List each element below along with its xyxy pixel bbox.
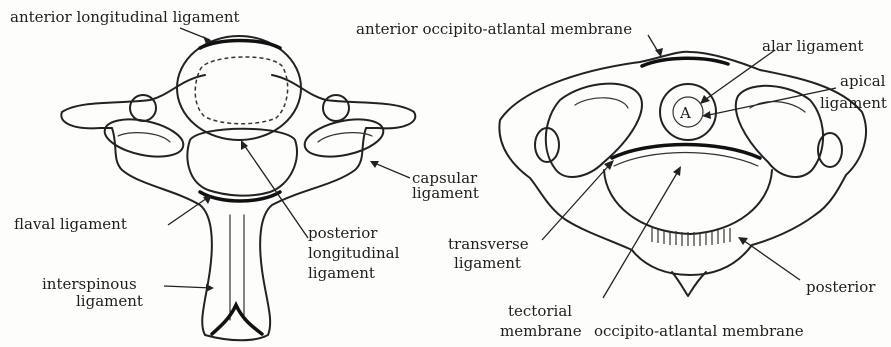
left-transverse-foramen bbox=[130, 95, 156, 121]
posterior-longitudinal-ligament-shape bbox=[187, 129, 297, 196]
occipito-atlantal-drawing: A bbox=[499, 52, 866, 296]
arrowhead bbox=[700, 95, 710, 104]
label-posterior-oa-1: posterior bbox=[806, 278, 876, 296]
label-posterior-longitudinal-1: posterior bbox=[308, 224, 378, 242]
left-condyle bbox=[546, 84, 642, 177]
label-anterior-occipito-atlantal-membrane: anterior occipito-atlantal membrane bbox=[356, 20, 632, 38]
label-transverse-1: transverse bbox=[448, 235, 529, 253]
label-apical-1: apical bbox=[840, 72, 886, 90]
leader-posterior-longitudinal bbox=[242, 142, 308, 238]
left-condyle-inner bbox=[575, 98, 628, 108]
leader-capsular bbox=[372, 162, 410, 178]
label-posterior-oa-2: occipito-atlantal membrane bbox=[594, 322, 804, 340]
label-interspinous-1: interspinous bbox=[42, 275, 137, 293]
leader-interspinous bbox=[164, 286, 212, 288]
right-facet bbox=[301, 113, 386, 163]
arrowhead bbox=[673, 166, 681, 176]
dens-mark: A bbox=[679, 104, 691, 122]
label-alar-ligament: alar ligament bbox=[762, 37, 864, 55]
foramen-outline bbox=[604, 170, 772, 234]
label-capsular-2: ligament bbox=[412, 184, 479, 202]
transverse-ligament-shape bbox=[612, 145, 760, 159]
label-transverse-2: ligament bbox=[454, 254, 521, 272]
transverse-ligament-shape-2 bbox=[614, 153, 758, 167]
arrowhead bbox=[738, 237, 748, 245]
leader-tectorial bbox=[603, 168, 680, 298]
label-flaval-ligament: flaval ligament bbox=[14, 215, 127, 233]
label-apical-2: ligament bbox=[820, 94, 887, 112]
label-interspinous-2: ligament bbox=[76, 292, 143, 310]
posterior-membrane-hatching bbox=[652, 228, 730, 246]
leader-apical bbox=[704, 88, 836, 116]
label-tectorial-1: tectorial bbox=[508, 302, 572, 320]
labels: anterior longitudinal ligament capsular … bbox=[10, 8, 887, 340]
right-condyle-inner bbox=[750, 102, 805, 112]
vertebral-body-inner bbox=[195, 57, 287, 124]
label-tectorial-2: membrane bbox=[500, 322, 582, 340]
label-posterior-longitudinal-3: ligament bbox=[308, 264, 375, 282]
right-transverse-foramen bbox=[323, 95, 349, 121]
left-facet-inner bbox=[118, 133, 170, 142]
label-anterior-longitudinal-ligament: anterior longitudinal ligament bbox=[10, 8, 240, 26]
leader-posterior-membrane bbox=[740, 238, 800, 280]
label-posterior-longitudinal-2: longitudinal bbox=[308, 244, 400, 262]
arrowhead bbox=[206, 284, 214, 292]
spinous-tip bbox=[212, 305, 262, 334]
leader-transverse bbox=[542, 162, 612, 240]
